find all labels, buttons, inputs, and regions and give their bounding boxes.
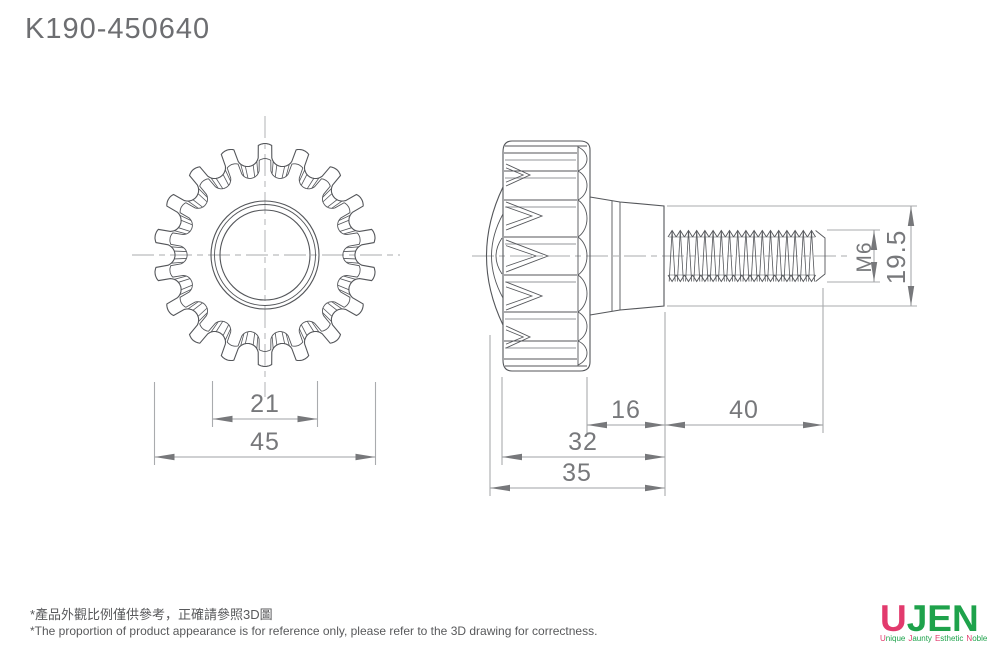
side-view-secondary-lines <box>505 159 815 349</box>
dim-text-thread-length: 40 <box>729 396 759 424</box>
logo-letter-u: U <box>880 598 907 639</box>
knob-body-outline <box>502 140 591 372</box>
disclaimer-english: *The proportion of product appearance is… <box>30 624 598 638</box>
dim-text-thread-spec: M6 <box>853 241 876 272</box>
dim-text-total-length: 35 <box>562 459 592 487</box>
dim-text-outer-diameter: 45 <box>250 428 280 456</box>
disclaimer-footer: *產品外觀比例僅供參考，正確請參照3D圖 *The proportion of … <box>30 606 597 639</box>
logo-wordmark: UJEN <box>880 598 995 639</box>
dim-text-neck-diameter: 19.5 <box>881 230 911 285</box>
dim-text-neck-length: 16 <box>611 396 641 424</box>
logo-letters-jen: JEN <box>906 598 979 639</box>
part-number-title: K190-450640 <box>25 13 211 45</box>
hub-bore-circle <box>219 209 311 301</box>
knob-dome-arc-mid <box>491 213 504 299</box>
knob-dome-arc-inner <box>495 237 503 275</box>
disclaimer-chinese: *產品外觀比例僅供參考，正確請參照3D圖 <box>30 607 273 622</box>
tagline-word: U <box>880 634 886 643</box>
extension-lines <box>153 205 917 496</box>
side-view-knob <box>486 140 826 372</box>
hub-chamfer-circle <box>214 204 316 306</box>
hub-outer-circle <box>210 200 320 310</box>
dim-text-hub-diameter: 21 <box>250 390 280 418</box>
dimension-texts: 21 45 16 40 32 35 M6 19.5 <box>250 230 911 487</box>
dimension-lines <box>154 206 915 492</box>
boss-outline <box>589 196 665 316</box>
front-view-knob <box>154 142 376 368</box>
knob-dome-arc-outer <box>486 186 504 326</box>
dim-text-body-length: 32 <box>568 428 598 456</box>
